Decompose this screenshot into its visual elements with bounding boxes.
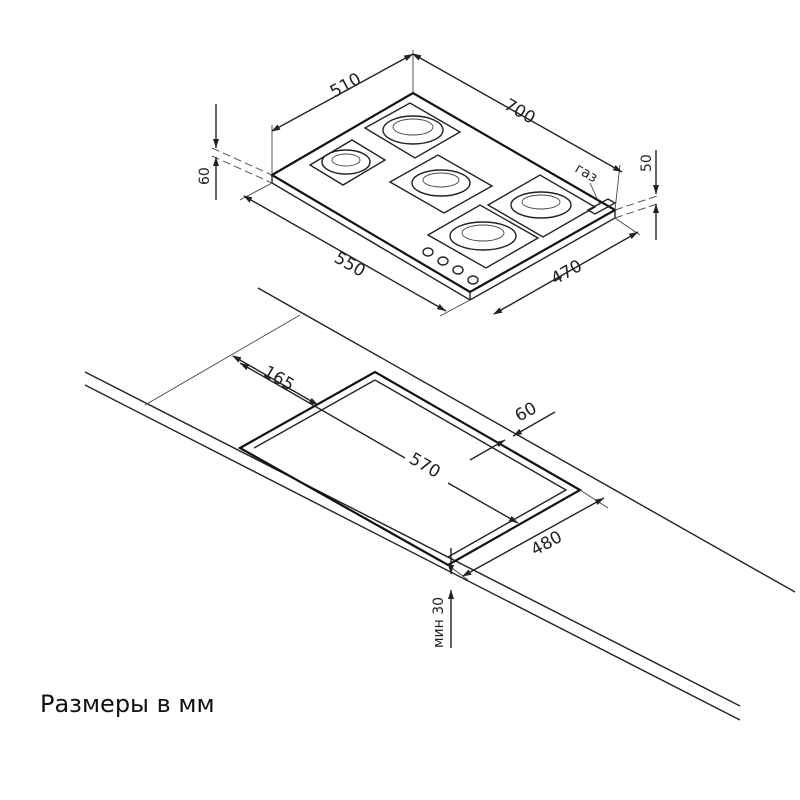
- control-knobs: [422, 247, 479, 285]
- dim-depth-470: 470: [548, 256, 586, 289]
- dim-length-570: 570: [406, 449, 444, 483]
- gas-label: газ: [572, 161, 600, 187]
- dim-height-50: 50: [639, 154, 655, 172]
- burner-right: [486, 174, 597, 238]
- burner-center: [388, 154, 494, 214]
- dim-height-60: 60: [197, 167, 213, 185]
- gas-connector: [586, 198, 617, 215]
- worktop: [84, 287, 796, 721]
- dim-width-700: 700: [501, 95, 539, 129]
- dim-length-550: 550: [331, 248, 369, 282]
- dim-min-thickness: мин 30: [431, 597, 447, 648]
- units-caption: Размеры в мм: [40, 690, 215, 718]
- dim-depth-480: 480: [528, 527, 566, 560]
- burner-back-left: [308, 139, 387, 186]
- cutout-dimensions: 165 60 570 480 мин 30: [144, 314, 609, 648]
